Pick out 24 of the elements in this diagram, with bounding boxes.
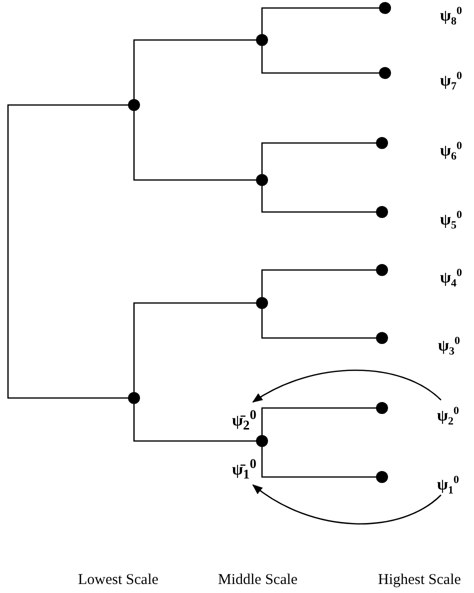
junction-dot: [256, 435, 268, 447]
junction-dot: [128, 99, 140, 111]
scale-label: Highest Scale: [378, 572, 461, 589]
junction-dot: [256, 34, 268, 46]
curved-arrow: [252, 370, 442, 403]
tree-branch-line: [261, 46, 379, 74]
tree-branch-line: [261, 269, 376, 297]
tree-branch-line: [261, 447, 376, 478]
scale-label: Middle Scale: [218, 572, 298, 589]
tree-branch-line: [261, 407, 376, 435]
junction-dot: [256, 174, 268, 186]
tree-branch-line: [261, 309, 376, 339]
tree-branch-line: [133, 404, 256, 442]
tree-branch-line: [7, 104, 128, 399]
tree-branch-line: [261, 7, 379, 34]
junction-dot: [256, 297, 268, 309]
tree-branch-line: [133, 111, 256, 181]
tree-branch-line: [133, 302, 256, 392]
tree-branch-line: [261, 186, 376, 213]
curved-arrow: [252, 484, 442, 524]
scale-label: Lowest Scale: [78, 572, 158, 589]
tree-branch-line: [261, 142, 376, 174]
junction-dot: [128, 392, 140, 404]
tree-branch-line: [133, 39, 256, 99]
